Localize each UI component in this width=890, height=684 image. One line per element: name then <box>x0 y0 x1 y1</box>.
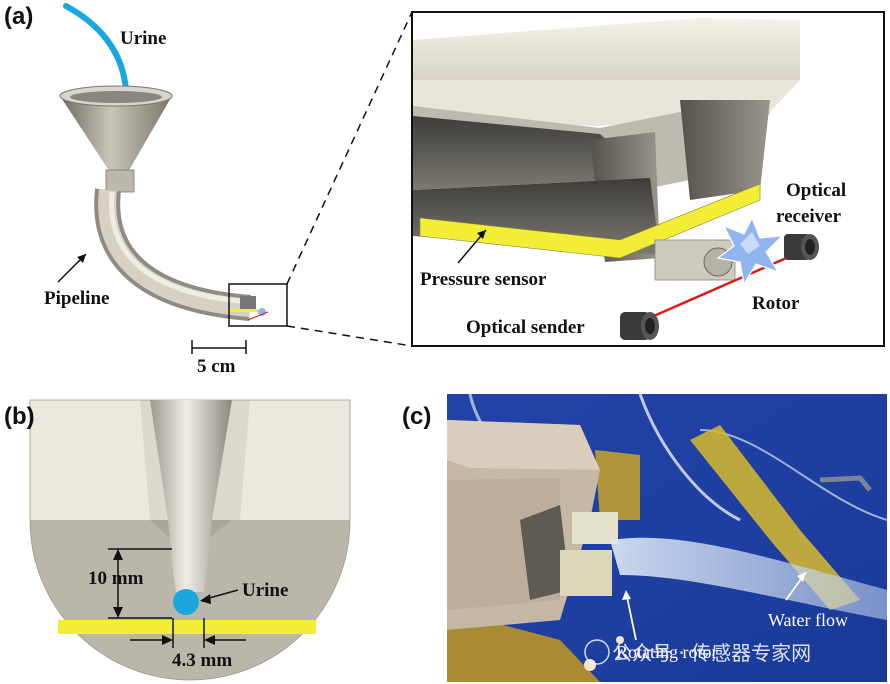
pressure-sensor-label: Pressure sensor <box>420 269 547 290</box>
optical-sender-label: Optical sender <box>466 317 585 338</box>
funnel <box>59 85 173 193</box>
wechat-icon <box>584 639 610 665</box>
water-flow-label: Water flow <box>768 610 848 630</box>
zoom-inset: Pressure sensor Optical receiver Rotor O… <box>411 11 885 347</box>
panel-b: 10 mm Urine 4.3 mm (b) <box>4 399 351 681</box>
panel-a-label: (a) <box>4 3 33 30</box>
height-dimension <box>108 548 172 619</box>
zoom-line-bottom <box>286 325 413 347</box>
panel-c-label: (c) <box>402 403 431 430</box>
rotor-label: Rotor <box>752 293 800 314</box>
height-label: 10 mm <box>88 568 144 589</box>
panel-c: (c) Water flow Rotating rotor 公众号 · 传感器专… <box>402 394 887 682</box>
watermark: 公众号 · 传感器专家网 <box>612 641 811 665</box>
pipeline <box>94 188 252 321</box>
mini-sensor <box>228 296 269 321</box>
scale-bar <box>191 340 247 354</box>
pressure-plate <box>58 620 316 634</box>
panel-a: (a) Urine Pipeline <box>4 3 885 377</box>
pipeline-arrow-head <box>77 254 86 263</box>
scale-label: 5 cm <box>197 356 236 377</box>
water-jet <box>610 537 887 620</box>
zoom-line-top <box>286 11 413 285</box>
optical-sender-icon <box>620 312 659 340</box>
urine-drop <box>173 589 199 615</box>
rotating-rotor-label: Rotating rotor <box>616 642 718 662</box>
zoom-box <box>228 283 288 327</box>
pipeline-label: Pipeline <box>44 288 109 309</box>
width-label: 4.3 mm <box>172 650 232 671</box>
nozzle <box>150 400 232 592</box>
urine-label-b: Urine <box>242 580 288 601</box>
urine-label: Urine <box>120 28 166 49</box>
width-dimension <box>130 618 246 648</box>
optical-receiver-icon <box>784 234 819 260</box>
optical-receiver-label-2: receiver <box>776 206 842 227</box>
panel-b-label: (b) <box>4 403 35 430</box>
optical-receiver-label-1: Optical <box>786 180 846 201</box>
